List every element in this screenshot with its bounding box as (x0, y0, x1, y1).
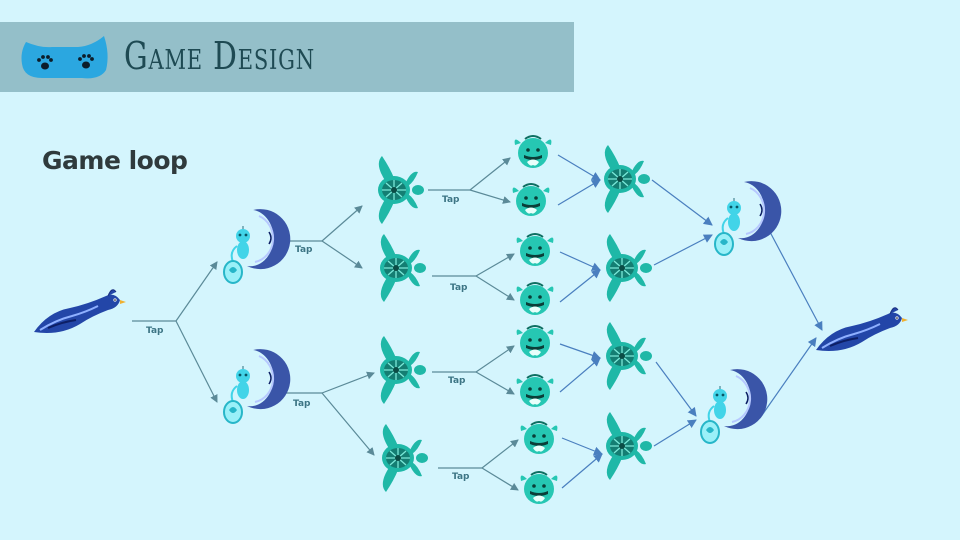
turtle-icon (379, 335, 427, 405)
moon-monkey-icon (700, 368, 769, 444)
edge-label-tap: Tap (452, 472, 470, 482)
turtle-icon (377, 155, 425, 225)
header-band: Game Design (0, 22, 574, 92)
moon-monkey-icon (223, 348, 292, 424)
app-title: Game Design (124, 34, 315, 78)
monster-icon (519, 421, 559, 455)
monster-icon (519, 471, 559, 505)
monster-icon (515, 325, 555, 359)
section-title: Game loop (42, 146, 188, 175)
game-logo-icon (21, 36, 108, 79)
monster-icon (515, 282, 555, 316)
start-bird-icon (33, 288, 127, 334)
end-bird-icon (815, 306, 909, 352)
turtle-icon (605, 233, 653, 303)
moon-monkey-icon (714, 180, 783, 256)
edges (132, 157, 519, 491)
edge-label-tap: Tap (450, 283, 468, 293)
blue-edges (557, 154, 823, 489)
monster-icon (513, 135, 553, 169)
monster-icon (515, 374, 555, 408)
monster-icon (515, 233, 555, 267)
turtle-icon (605, 321, 653, 391)
turtle-icon (603, 144, 651, 214)
turtle-icon (381, 423, 429, 493)
edge-label-tap: Tap (293, 399, 311, 409)
edge-label-tap: Tap (295, 245, 313, 255)
turtle-icon (379, 233, 427, 303)
edge-label-tap: Tap (448, 376, 466, 386)
edge-label-tap: Tap (146, 326, 164, 336)
moon-monkey-icon (223, 208, 292, 284)
monster-icon (511, 183, 551, 217)
turtle-icon (605, 411, 653, 481)
edge-label-tap: Tap (442, 195, 460, 205)
